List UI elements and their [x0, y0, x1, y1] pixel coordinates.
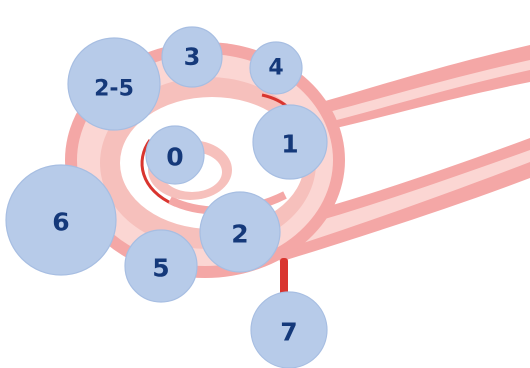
bubble-2-5: 2-5: [68, 38, 160, 130]
bubble-0: 0: [146, 126, 204, 184]
svg-text:2-5: 2-5: [94, 77, 134, 102]
svg-text:4: 4: [268, 56, 283, 81]
bubble-5: 5: [125, 230, 197, 302]
bubble-3: 3: [162, 27, 222, 87]
svg-text:0: 0: [166, 143, 183, 172]
svg-text:5: 5: [152, 254, 169, 283]
bubble-2: 2: [200, 192, 280, 272]
bubble-1: 1: [253, 105, 327, 179]
bubble-4: 4: [250, 42, 302, 94]
bubble-7: 7: [251, 292, 327, 368]
bubble-6: 6: [6, 165, 116, 275]
svg-text:7: 7: [280, 318, 297, 347]
svg-text:2: 2: [231, 220, 248, 249]
svg-text:3: 3: [184, 43, 201, 71]
svg-text:6: 6: [52, 208, 69, 237]
svg-text:1: 1: [281, 130, 298, 159]
